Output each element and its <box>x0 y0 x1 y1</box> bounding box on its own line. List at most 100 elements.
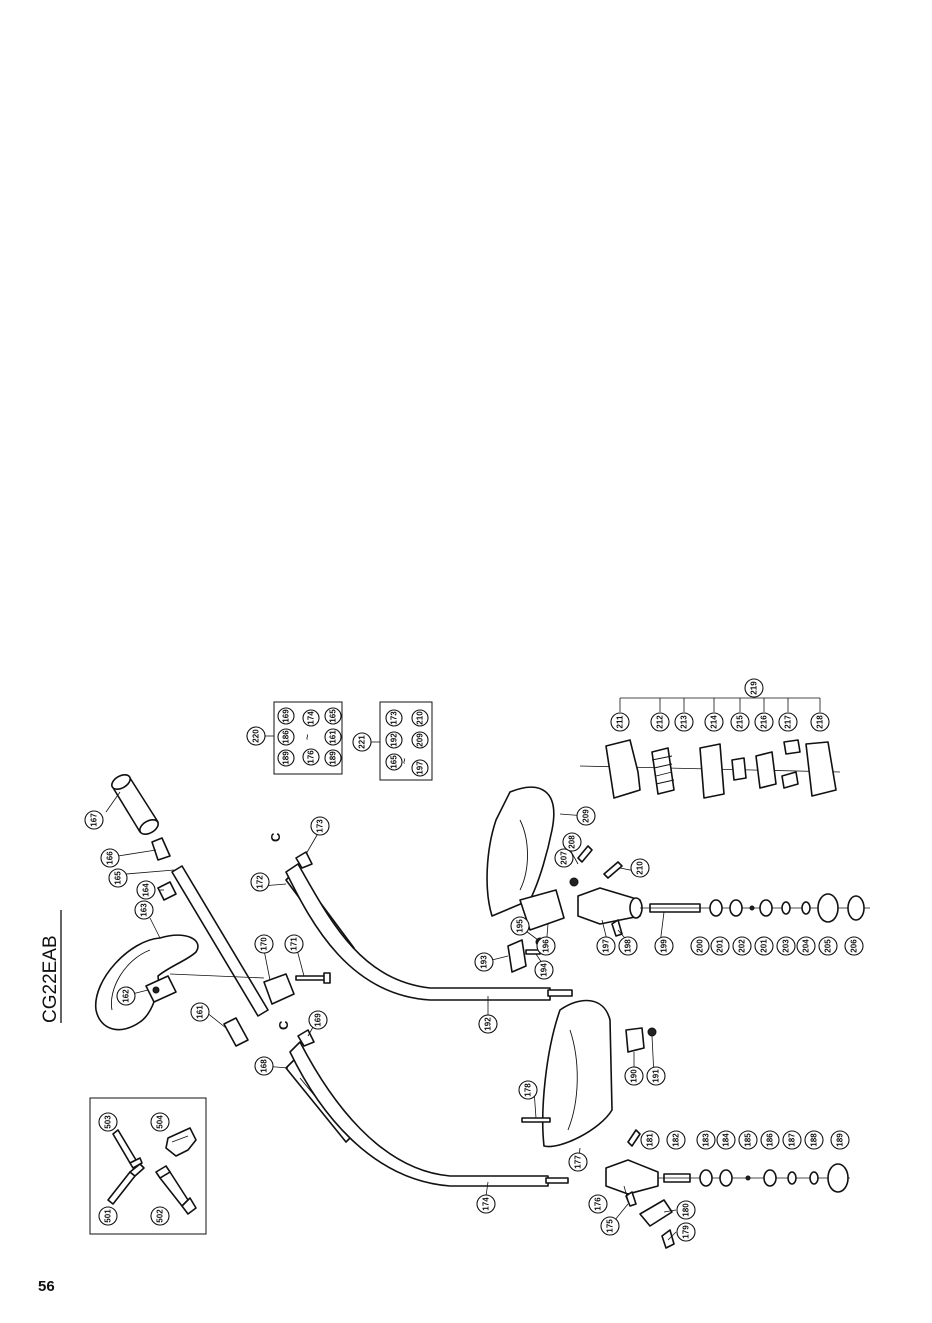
callout-503: 503 <box>98 1112 118 1132</box>
label-186: 186 <box>766 1133 775 1147</box>
callout-162: 162 <box>116 986 136 1006</box>
label-504: 504 <box>156 1115 165 1129</box>
label-174: 174 <box>482 1197 491 1211</box>
label-169: 169 <box>314 1013 323 1027</box>
kit220-label-6: 165 <box>329 709 338 723</box>
callout-200: 200 <box>690 936 710 956</box>
loop-handle-163 <box>95 934 199 1031</box>
label-221: 221 <box>358 735 367 749</box>
bearing-184 <box>719 1169 733 1187</box>
kit221-item-4: 210 <box>411 709 429 727</box>
callout-191: 191 <box>646 1066 666 1086</box>
kit221-label-1: 173 <box>390 711 399 725</box>
label-168: 168 <box>260 1059 269 1073</box>
kit221-item-6: 197 <box>411 759 429 777</box>
model-title: CG22EAB <box>28 905 68 1025</box>
kit221-item-5: 209 <box>411 731 429 749</box>
label-219: 219 <box>750 681 759 695</box>
model-title-text: CG22EAB <box>40 935 61 1023</box>
washer-201b <box>759 899 773 917</box>
label-194: 194 <box>540 963 549 977</box>
joint-c-lower: C <box>276 1020 291 1030</box>
callout-168: 168 <box>254 1056 274 1076</box>
callout-206: 206 <box>844 936 864 956</box>
callout-218: 218 <box>810 712 830 732</box>
callout-197: 197 <box>596 936 616 956</box>
kit220-label-3: 189 <box>282 751 291 765</box>
clamp-170 <box>263 973 295 1005</box>
label-176: 176 <box>594 1197 603 1211</box>
label-204: 204 <box>802 939 811 953</box>
kit221-item-1: 173 <box>385 709 403 727</box>
label-162: 162 <box>122 989 131 1003</box>
callout-170: 170 <box>254 934 274 954</box>
callout-216: 216 <box>754 712 774 732</box>
nut-207 <box>569 877 579 887</box>
callout-217: 217 <box>778 712 798 732</box>
label-172: 172 <box>256 875 265 889</box>
label-503: 503 <box>104 1115 113 1129</box>
kit-220-tilde: ~ <box>302 734 314 740</box>
label-214: 214 <box>710 715 719 729</box>
callout-221: 221 <box>352 732 372 752</box>
label-202: 202 <box>738 939 747 953</box>
label-180: 180 <box>682 1203 691 1217</box>
callout-161: 161 <box>190 1002 210 1022</box>
callout-212: 212 <box>650 712 670 732</box>
guard-209 <box>486 786 555 917</box>
kit220-item-7: 161 <box>324 728 342 746</box>
kit220-item-5: 176 <box>302 748 320 766</box>
drive-shaft-174 <box>289 1041 569 1187</box>
callout-214: 214 <box>704 712 724 732</box>
callout-195: 195 <box>510 916 530 936</box>
kit220-item-6: 165 <box>324 707 342 725</box>
callout-172: 172 <box>250 872 270 892</box>
callout-208: 208 <box>562 832 582 852</box>
gear-case-176 <box>605 1159 659 1195</box>
kit221-label-6: 197 <box>416 761 425 775</box>
label-208: 208 <box>568 835 577 849</box>
bolt-175 <box>625 1191 637 1207</box>
kit-box-220 <box>273 701 343 775</box>
callout-213: 213 <box>674 712 694 732</box>
label-191: 191 <box>652 1069 661 1083</box>
callout-174: 174 <box>476 1194 496 1214</box>
callout-173: 173 <box>310 816 330 836</box>
callout-180: 180 <box>676 1200 696 1220</box>
accessory-box <box>89 1097 207 1235</box>
label-161: 161 <box>196 1005 205 1019</box>
callout-188: 188 <box>804 1130 824 1150</box>
cutter-head-parts <box>579 739 841 799</box>
cup-189 <box>827 1163 849 1193</box>
bracket-162 <box>145 975 177 1003</box>
callout-178: 178 <box>518 1080 538 1100</box>
callout-185: 185 <box>738 1130 758 1150</box>
callout-176: 176 <box>588 1194 608 1214</box>
label-213: 213 <box>680 715 689 729</box>
plate-180 <box>639 1199 673 1227</box>
callout-220: 220 <box>246 726 266 746</box>
cup-205 <box>817 893 839 923</box>
bolt-194 <box>525 949 541 955</box>
kit221-label-5: 209 <box>416 733 425 747</box>
label-199: 199 <box>660 939 669 953</box>
label-173: 173 <box>316 819 325 833</box>
label-218: 218 <box>816 715 825 729</box>
callout-219: 219 <box>744 678 764 698</box>
label-167: 167 <box>90 813 99 827</box>
page-number: 56 <box>38 1278 55 1295</box>
callout-163: 163 <box>134 900 154 920</box>
label-187: 187 <box>788 1133 797 1147</box>
label-171: 171 <box>290 937 299 951</box>
callout-209: 209 <box>576 806 596 826</box>
bearing-201 <box>729 899 743 917</box>
label-210: 210 <box>636 861 645 875</box>
label-183: 183 <box>702 1133 711 1147</box>
label-181: 181 <box>646 1133 655 1147</box>
callout-189: 189 <box>830 1130 850 1150</box>
callout-196: 196 <box>536 936 556 956</box>
pin-202 <box>749 905 755 911</box>
callout-211: 211 <box>610 712 630 732</box>
label-215: 215 <box>736 715 745 729</box>
